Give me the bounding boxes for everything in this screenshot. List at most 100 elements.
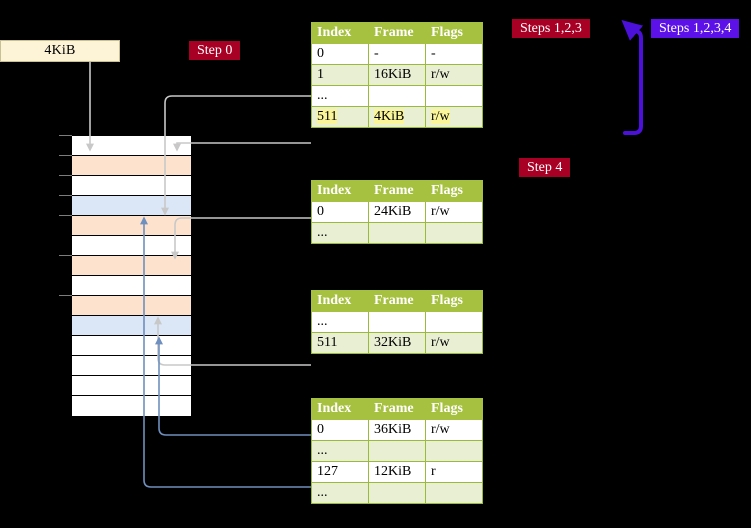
memory-tick: [59, 195, 72, 196]
column-header-frame: Frame: [368, 398, 426, 420]
badge-step-0: Step 0: [189, 41, 241, 60]
highlighted-value: 4KiB: [374, 109, 405, 124]
memory-row: [72, 216, 191, 236]
column-header-frame: Frame: [368, 180, 426, 202]
table-row: 0--: [311, 43, 483, 65]
badge-step-4: Step 4: [519, 158, 571, 177]
column-header-index: Index: [311, 290, 369, 312]
cell-frame: [368, 222, 426, 244]
cell-flags: r: [425, 461, 483, 483]
highlighted-value: 511: [317, 109, 338, 124]
column-header-frame: Frame: [368, 290, 426, 312]
cell-flags: r/w: [425, 106, 483, 128]
memory-tick: [59, 255, 72, 256]
column-header-frame: Frame: [368, 22, 426, 44]
cell-frame: [368, 311, 426, 333]
cell-frame: 36KiB: [368, 419, 426, 441]
column-header-flags: Flags: [425, 398, 483, 420]
cell-flags: [425, 440, 483, 462]
cell-flags: [425, 85, 483, 107]
cell-flags: [425, 482, 483, 504]
memory-row: [72, 296, 191, 316]
table-row: ...: [311, 440, 483, 462]
table-row: ...: [311, 482, 483, 504]
cell-index: 511: [311, 106, 369, 128]
physical-memory-grid: [71, 135, 191, 416]
memory-row: [72, 396, 191, 416]
cell-index: ...: [311, 222, 369, 244]
memory-row: [72, 276, 191, 296]
cell-index: ...: [311, 311, 369, 333]
cell-index: ...: [311, 440, 369, 462]
cell-flags: r/w: [425, 332, 483, 354]
cell-flags: r/w: [425, 419, 483, 441]
cell-flags: r/w: [425, 201, 483, 223]
column-header-flags: Flags: [425, 180, 483, 202]
cell-frame: [368, 440, 426, 462]
table-row: 511 4KiB r/w: [311, 106, 483, 128]
cell-flags: r/w: [425, 64, 483, 86]
cell-frame: 24KiB: [368, 201, 426, 223]
cell-index: ...: [311, 482, 369, 504]
memory-row: [72, 316, 191, 336]
badge-steps-1-2-3-4: Steps 1,2,3,4: [651, 19, 740, 38]
wire-pml4-511-to-memory: [173, 142, 311, 152]
cell-flags: [425, 222, 483, 244]
cell-index: ...: [311, 85, 369, 107]
table-row: ...: [311, 85, 483, 107]
cell-frame: -: [368, 43, 426, 65]
wire-steps-bracket: [621, 20, 644, 135]
column-header-flags: Flags: [425, 22, 483, 44]
memory-row: [72, 156, 191, 176]
table-row: ...: [311, 222, 483, 244]
column-header-index: Index: [311, 398, 369, 420]
cell-index: 0: [311, 201, 369, 223]
memory-row: [72, 136, 191, 156]
badge-steps-1-2-3: Steps 1,2,3: [512, 19, 590, 38]
cell-frame: 12KiB: [368, 461, 426, 483]
highlighted-value: r/w: [431, 109, 450, 124]
cell-index: 0: [311, 419, 369, 441]
column-header-index: Index: [311, 180, 369, 202]
memory-tick: [59, 215, 72, 216]
cell-frame: 32KiB: [368, 332, 426, 354]
cell-index: 0: [311, 43, 369, 65]
memory-row: [72, 256, 191, 276]
memory-row: [72, 336, 191, 356]
memory-tick: [59, 155, 72, 156]
cell-frame: 16KiB: [368, 64, 426, 86]
cell-index: 1: [311, 64, 369, 86]
memory-row: [72, 176, 191, 196]
cell-frame: [368, 482, 426, 504]
memory-row: [72, 236, 191, 256]
memory-row: [72, 356, 191, 376]
table-row: ...: [311, 311, 483, 333]
cell-flags: -: [425, 43, 483, 65]
cell-index: 127: [311, 461, 369, 483]
memory-row: [72, 376, 191, 396]
cell-flags: [425, 311, 483, 333]
memory-size-box: 4KiB: [0, 40, 120, 62]
memory-tick: [59, 295, 72, 296]
column-header-index: Index: [311, 22, 369, 44]
cell-index: 511: [311, 332, 369, 354]
column-header-flags: Flags: [425, 290, 483, 312]
memory-tick: [59, 175, 72, 176]
memory-tick: [59, 135, 72, 136]
wire-pdpt-0-to-memory: [171, 217, 311, 260]
memory-row: [72, 196, 191, 216]
cell-frame: 4KiB: [368, 106, 426, 128]
